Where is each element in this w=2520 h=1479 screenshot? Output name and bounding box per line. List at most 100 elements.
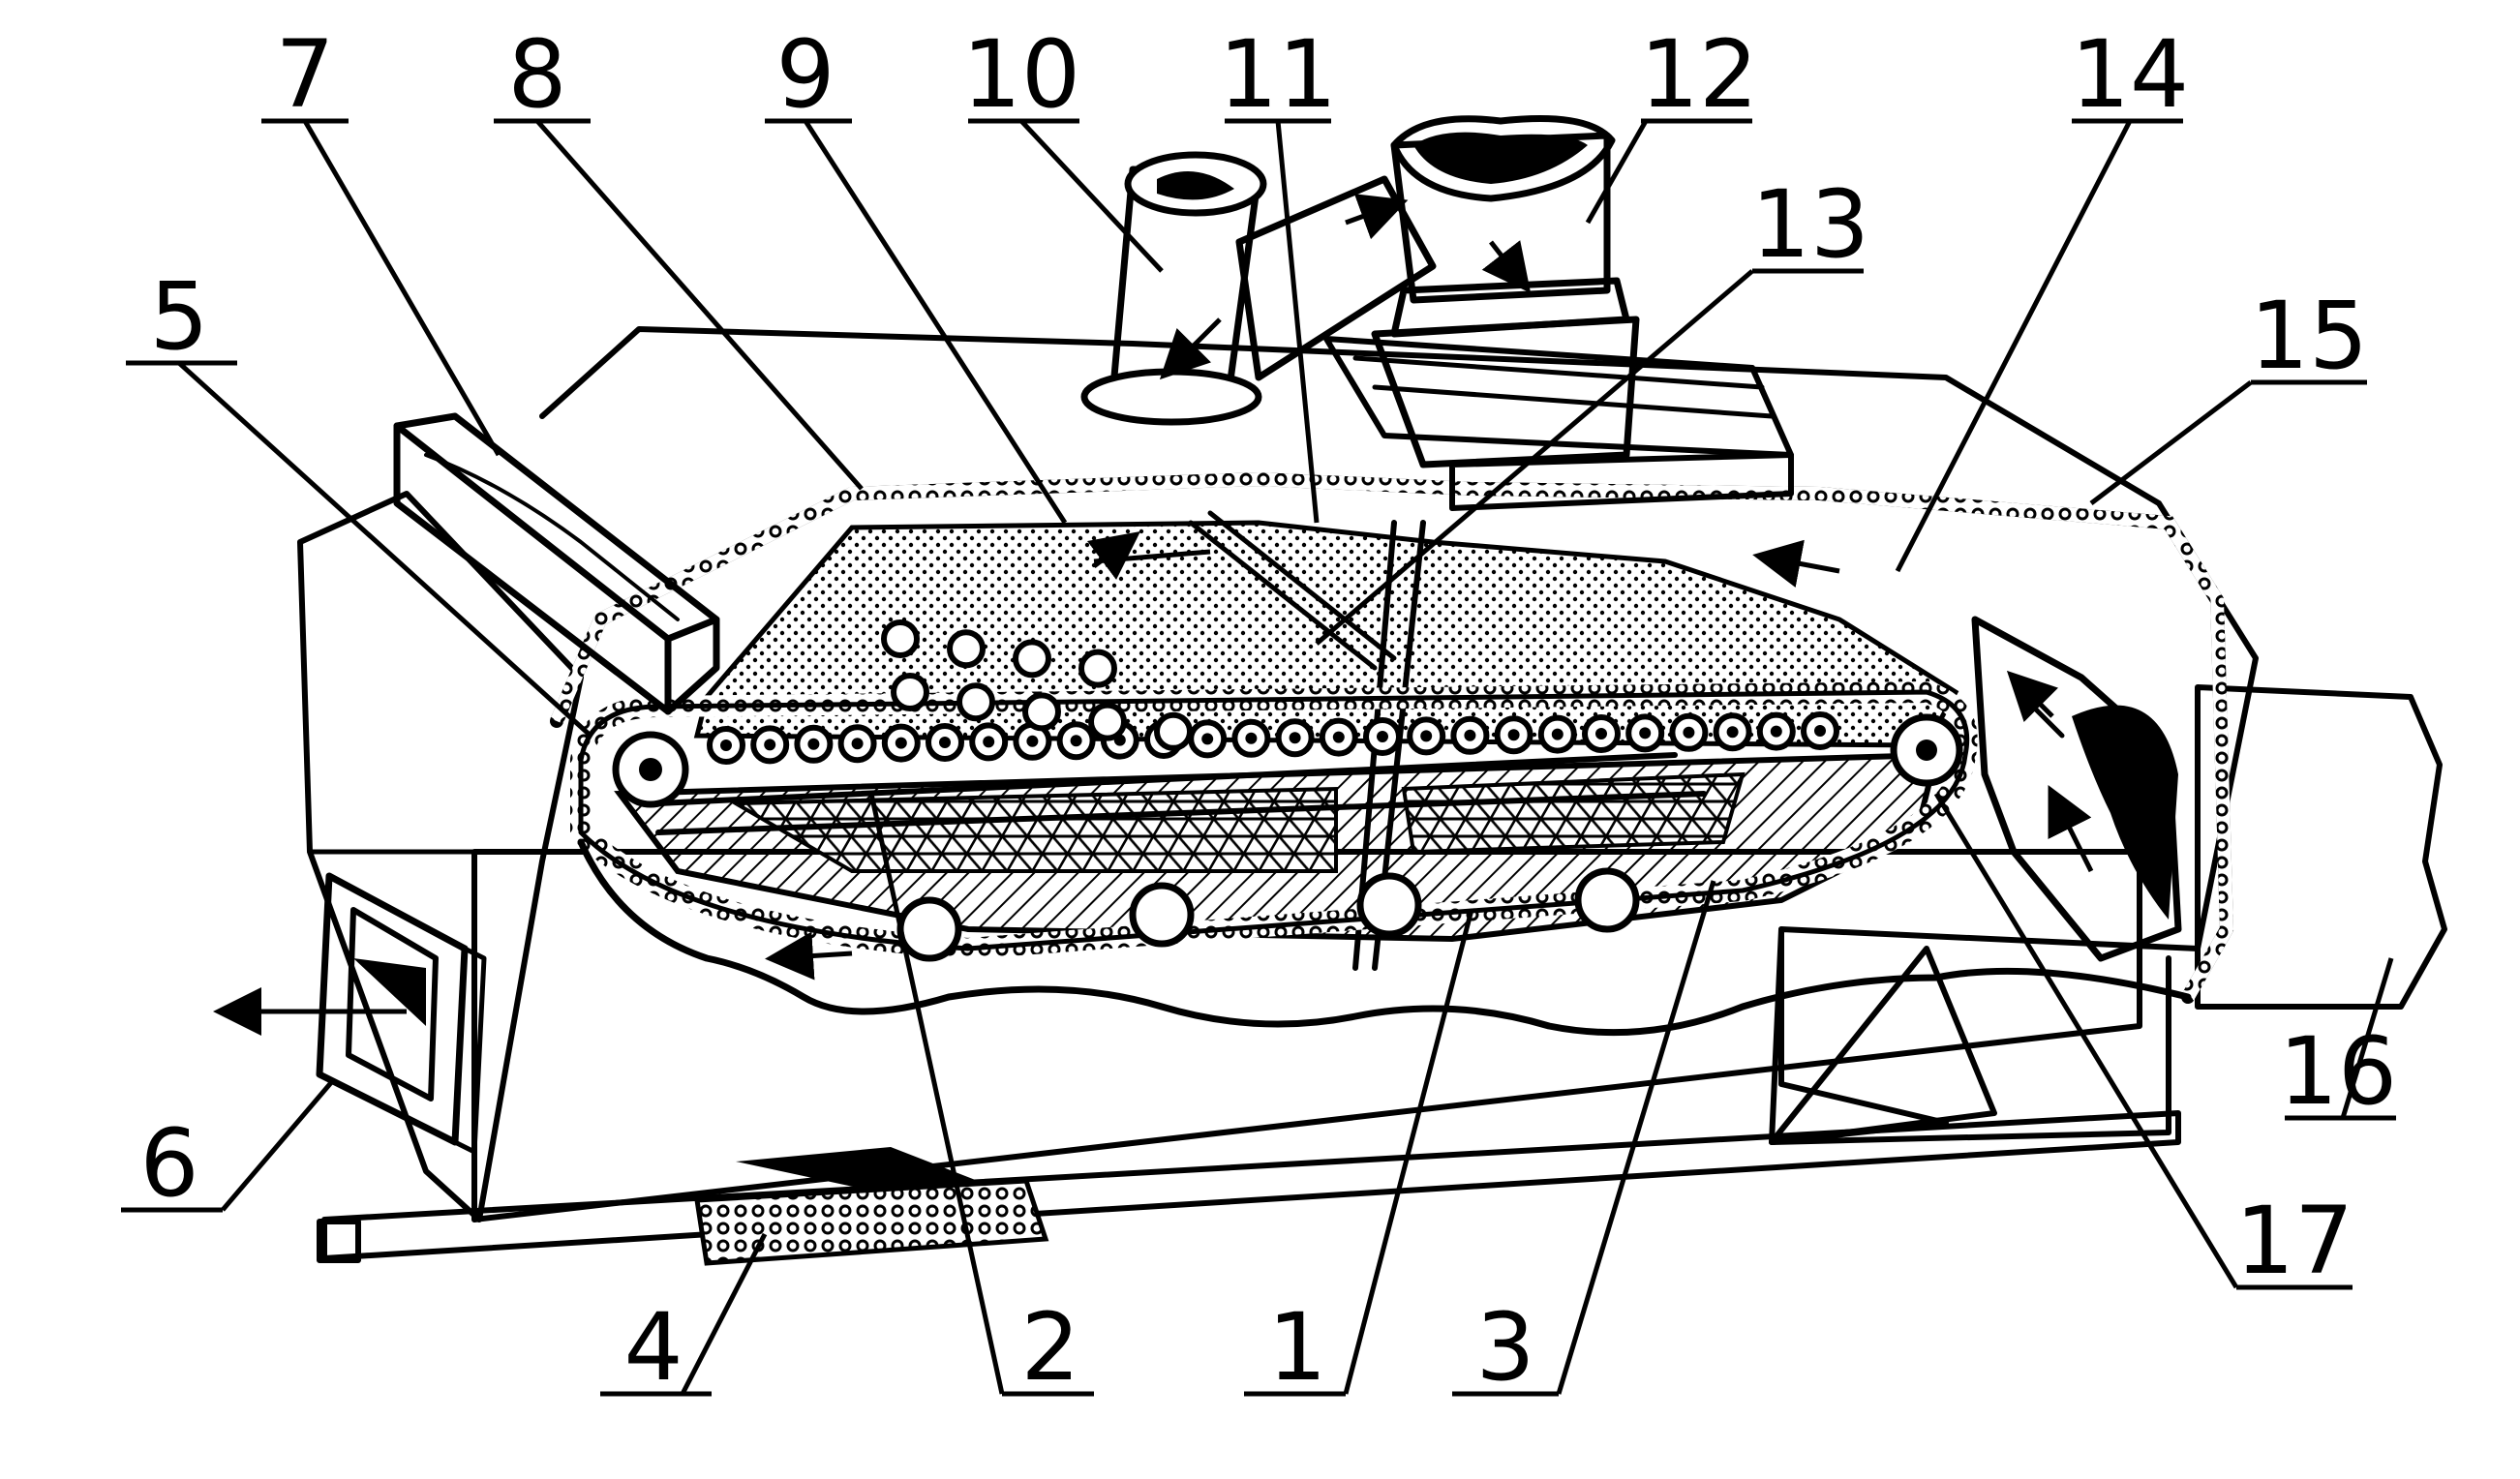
roller-hub: [807, 738, 820, 750]
cutaway-edge: [577, 838, 2192, 1037]
leader-line: [2340, 957, 2394, 1119]
roller-hub: [764, 739, 776, 751]
leader-line: [680, 1232, 768, 1396]
part-number: 4: [623, 1293, 683, 1402]
label-13: 13: [1315, 170, 1869, 646]
roller: [1078, 649, 1117, 688]
part-number: 2: [1020, 1293, 1079, 1402]
leader-line: [1933, 792, 2239, 1289]
part-number: 9: [775, 20, 835, 129]
part-number: 5: [149, 262, 208, 371]
part-number: 3: [1475, 1293, 1534, 1402]
roller-hub: [1726, 726, 1739, 739]
roller-hub: [851, 738, 864, 750]
roller-hub: [1639, 727, 1652, 740]
label-4: 4: [600, 1232, 768, 1402]
part-number: 11: [1219, 20, 1337, 129]
top-rail: [1188, 336, 1794, 671]
label-8: 8: [494, 20, 864, 491]
roller-hub: [1377, 731, 1388, 742]
part-number: 1: [1267, 1293, 1326, 1402]
discharge-window: [213, 872, 487, 1155]
leader-line: [1275, 120, 1320, 524]
roller-hub: [1289, 732, 1301, 744]
part-number: 16: [2279, 1017, 2397, 1126]
roller-hub: [1332, 731, 1345, 743]
label-10: 10: [962, 20, 1164, 273]
leader-line: [535, 119, 864, 491]
label-1: 1: [1244, 909, 1474, 1402]
label-9: 9: [765, 20, 1068, 525]
roller-hub: [1683, 726, 1695, 739]
roller: [1154, 711, 1193, 751]
exhaust-duct: [1971, 616, 2182, 962]
leader-line: [1343, 909, 1474, 1395]
label-3: 3: [1452, 880, 1716, 1402]
part-number: 7: [275, 20, 334, 129]
inlet-pipe: [1080, 151, 1437, 426]
part-number: 13: [1751, 170, 1869, 279]
roller-hub: [1770, 725, 1782, 738]
roller-hub: [895, 737, 907, 749]
label-5: 5: [126, 262, 592, 738]
roller-hub: [1245, 732, 1258, 744]
cyclone: [1371, 115, 1640, 468]
leader-line: [1019, 119, 1164, 273]
roller-hub: [720, 740, 732, 751]
roller-hub: [983, 736, 995, 748]
chain-sample: [694, 1147, 1049, 1266]
roller-hub: [1507, 729, 1520, 741]
roller: [1013, 639, 1051, 679]
label-2: 2: [868, 793, 1094, 1402]
label-11: 11: [1219, 20, 1337, 524]
housing: [297, 326, 2447, 1263]
part-number: 8: [507, 20, 566, 129]
label-12: 12: [1585, 20, 1758, 225]
roller-hub: [1595, 728, 1607, 740]
roller: [891, 673, 929, 711]
roller: [956, 682, 995, 722]
roller: [1022, 692, 1061, 732]
label-16: 16: [2279, 957, 2397, 1126]
leader-line: [1556, 880, 1716, 1395]
part-number: 14: [2071, 20, 2189, 129]
support-rollers: [896, 867, 1640, 962]
leader-line: [868, 793, 1005, 1395]
label-7: 7: [261, 20, 501, 457]
label-14: 14: [1895, 20, 2189, 573]
roller-hub: [1464, 729, 1476, 741]
leader-line: [221, 1077, 336, 1212]
label-6: 6: [121, 1077, 336, 1218]
roller-hub: [1814, 725, 1826, 737]
roller: [1088, 702, 1127, 741]
roller-hub: [1026, 735, 1039, 747]
roller: [947, 629, 986, 669]
part-number: 17: [2235, 1187, 2353, 1295]
roller-hub: [939, 737, 951, 748]
roller-row: [707, 619, 1839, 765]
roller: [881, 619, 920, 658]
feed-hopper: [393, 412, 720, 715]
roller-hub: [1201, 733, 1214, 745]
leader-line: [1315, 269, 1754, 646]
leader-line: [2089, 380, 2253, 505]
part-number: 6: [139, 1109, 198, 1218]
roller-hub: [1070, 735, 1082, 747]
conveyor: [570, 619, 1978, 962]
leader-line: [302, 119, 501, 457]
roller-hub: [1551, 728, 1564, 740]
label-15: 15: [2089, 282, 2368, 505]
label-17: 17: [1933, 792, 2353, 1295]
leader-line: [177, 361, 592, 738]
part-number: 10: [962, 20, 1080, 129]
flow-arrows: [765, 531, 1840, 981]
leader-line: [1585, 119, 1649, 225]
part-number: 12: [1640, 20, 1758, 129]
part-number: 15: [2250, 282, 2368, 390]
leader-line: [1895, 119, 2133, 573]
leader-line: [803, 119, 1068, 525]
roller-hub: [1420, 730, 1433, 742]
